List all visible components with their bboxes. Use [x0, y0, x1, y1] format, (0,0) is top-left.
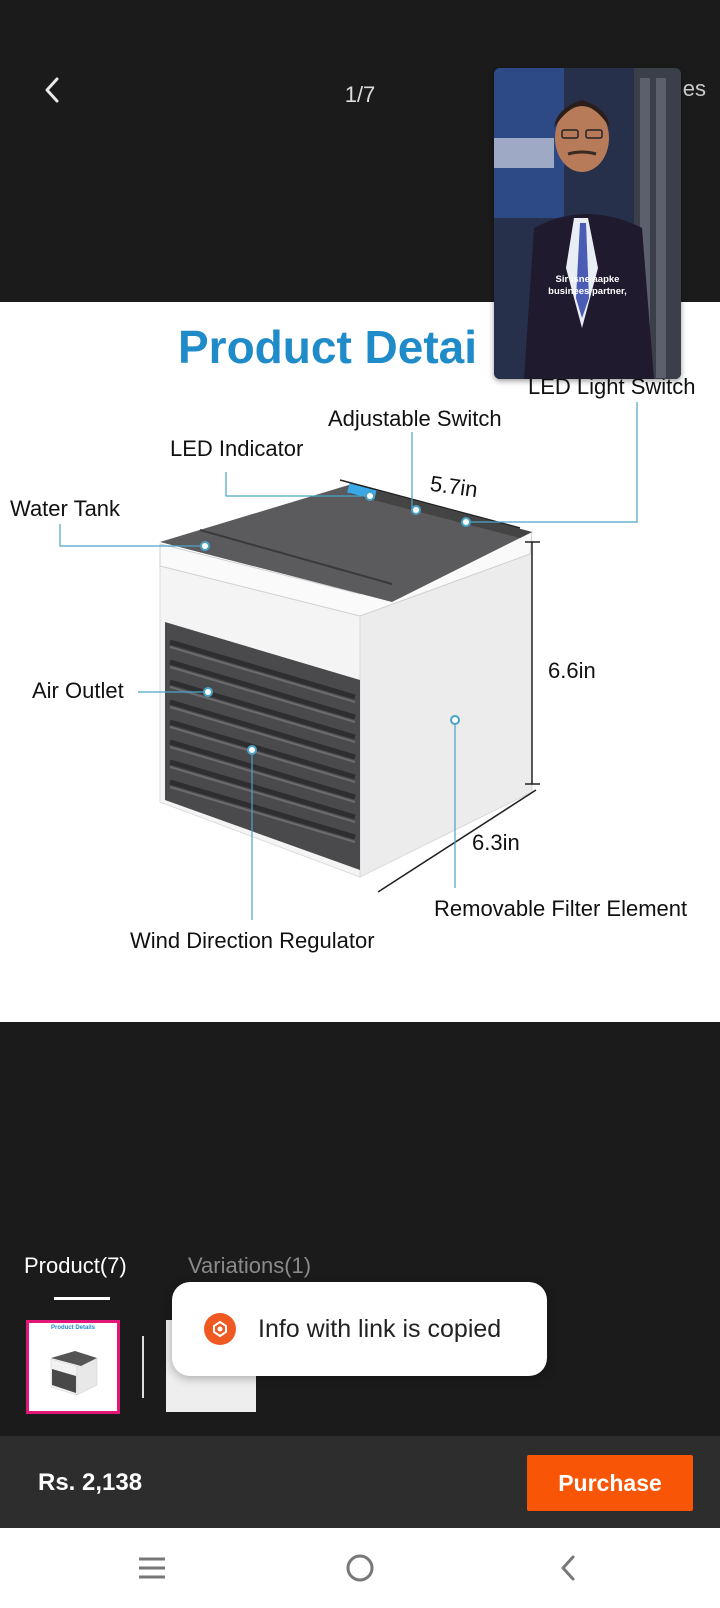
video-caption: Sir isne aapke businees partner,	[494, 274, 681, 298]
home-icon	[346, 1554, 374, 1582]
tab-product[interactable]: Product(7)	[24, 1253, 127, 1278]
copied-toast: Info with link is copied	[172, 1282, 547, 1376]
dimension-height: 6.6in	[548, 658, 596, 683]
product-price: Rs. 2,138	[38, 1469, 143, 1496]
image-counter: 1/7	[344, 82, 376, 107]
thumbnail-1[interactable]: Product Details	[26, 1320, 120, 1414]
video-caption-line1: Sir isne aapke	[555, 274, 620, 285]
air-cooler-illustration	[59, 402, 638, 920]
floating-video-player[interactable]: Sir isne aapke businees partner,	[494, 68, 681, 379]
nav-menu-button[interactable]	[122, 1542, 182, 1594]
back-icon	[561, 1555, 575, 1581]
gallery-tabs: Product(7) Variations(1)	[0, 1245, 720, 1305]
thumbnail-divider	[142, 1336, 144, 1398]
nav-back-button[interactable]	[538, 1542, 598, 1594]
product-image-title: Product Detai	[178, 321, 478, 373]
callout-led-indicator: LED Indicator	[170, 436, 304, 461]
tab-active-indicator	[54, 1297, 110, 1300]
chevron-left-icon	[45, 77, 59, 103]
thumbnail-title: Product Details	[50, 1325, 95, 1331]
back-button[interactable]	[36, 70, 68, 110]
callout-air-outlet: Air Outlet	[32, 678, 124, 703]
header-right-text[interactable]: es	[682, 76, 706, 101]
callout-adjustable-switch: Adjustable Switch	[328, 406, 502, 431]
app-logo-icon	[204, 1313, 236, 1345]
callout-wind-direction: Wind Direction Regulator	[130, 928, 375, 953]
thumbnail-cooler	[50, 1351, 98, 1396]
system-nav-bar	[0, 1528, 720, 1608]
callout-water-tank: Water Tank	[10, 496, 121, 521]
toast-message: Info with link is copied	[258, 1314, 502, 1343]
video-frame	[494, 68, 681, 379]
product-image[interactable]: Product Detai	[0, 302, 720, 1022]
purchase-bar: Rs. 2,138 Purchase	[0, 1436, 720, 1528]
menu-icon	[139, 1557, 165, 1579]
video-caption-line2: businees partner,	[548, 286, 627, 297]
dimension-depth: 6.3in	[472, 830, 520, 855]
callout-removable-filter: Removable Filter Element	[434, 896, 688, 921]
purchase-button[interactable]: Purchase	[527, 1455, 693, 1511]
tab-variations[interactable]: Variations(1)	[188, 1253, 312, 1278]
nav-home-button[interactable]	[330, 1542, 390, 1594]
